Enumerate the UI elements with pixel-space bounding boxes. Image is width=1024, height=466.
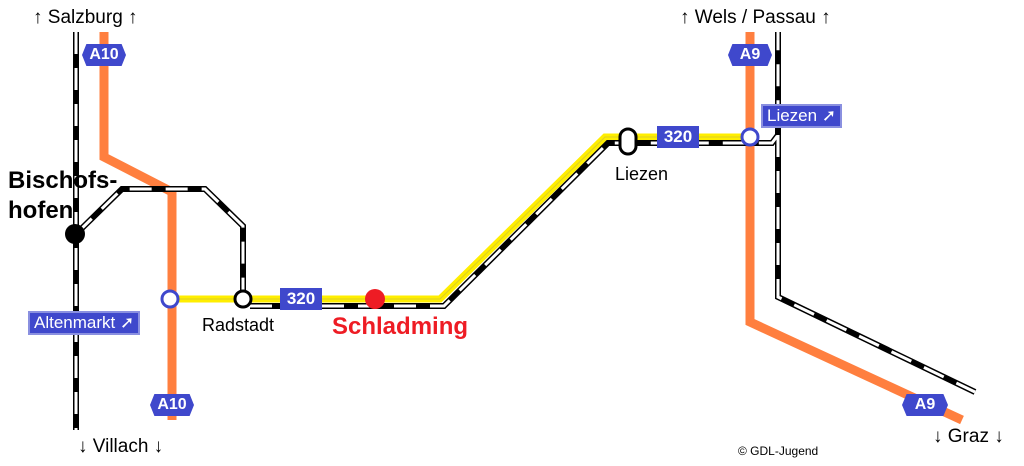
bus-route-320 [170,133,750,303]
station-liezen-dot [618,127,638,156]
a9-shield-top: A9 [728,44,772,66]
station-label-radstadt: Radstadt [202,315,275,335]
motorway-a10 [99,32,177,420]
sign-altenmarkt: Altenmarkt ➚ [28,311,141,335]
station-schladming-dot [365,289,385,309]
station-bischofshofen-dot [65,224,85,244]
direction-villach: ↓ Villach ↓ [78,436,164,457]
route-320-badge: 320 [280,288,322,310]
station-label-schladming: Schladming [332,313,469,340]
a10-shield-top: A10 [82,44,126,66]
sign-liezen: Liezen ➚ [761,104,843,128]
station-radstadt-dot [233,289,253,309]
railway-lines [73,32,977,430]
station-altenmarkt-dot [160,289,180,309]
copyright: © GDL-Jugend [738,444,819,458]
route-320-badge-liezen: 320 [657,126,699,148]
a10-shield-bottom: A10 [150,394,194,416]
direction-graz: ↓ Graz ↓ [933,426,1004,447]
direction-wels-passau: ↑ Wels / Passau ↑ [680,7,831,28]
station-label-liezen: Liezen [615,164,669,184]
a9-shield-bottom: A9 [902,394,948,416]
station-liezen-interchange-dot [740,127,760,147]
direction-salzburg: ↑ Salzburg ↑ [33,7,138,28]
motorway-a9 [745,32,964,425]
station-label-bischofshofen: Bischofs- hofen [8,167,118,224]
